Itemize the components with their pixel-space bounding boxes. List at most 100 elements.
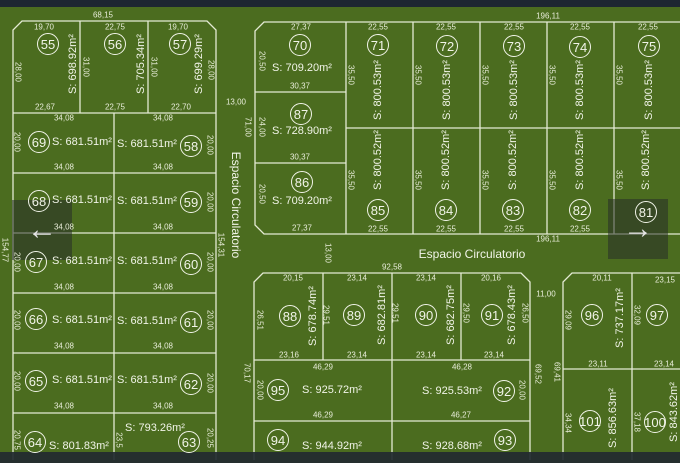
lot-number-badge[interactable]: 71	[367, 34, 389, 56]
dimension-label: 37,18	[632, 411, 642, 433]
dimension-label: 20,50	[257, 183, 267, 205]
lot-number-badge[interactable]: 90	[415, 304, 437, 326]
dimension-label: 20,00	[12, 131, 22, 153]
lot-number-badge[interactable]: 84	[435, 199, 457, 221]
dimension-label: 13,00	[323, 242, 333, 264]
lot-number-badge[interactable]: 67	[25, 251, 47, 273]
lot-number-badge[interactable]: 94	[267, 429, 289, 451]
lot-number-badge[interactable]: 87	[290, 103, 312, 125]
lot-number-badge[interactable]: 101	[579, 410, 601, 432]
lot-number-badge[interactable]: 63	[178, 431, 200, 453]
lot-number-badge[interactable]: 96	[581, 304, 603, 326]
dimension-label: 34,08	[152, 341, 174, 351]
lot-number-badge[interactable]: 82	[569, 199, 591, 221]
dimension-label: 71,00	[243, 116, 253, 138]
dimension-label: 20,00	[12, 370, 22, 392]
road-label: Espacio Circulatorio	[418, 247, 526, 261]
lot-area-label: S: 800.52m²	[574, 130, 586, 190]
dimension-label: 20,00	[205, 372, 215, 394]
lot-number-badge[interactable]: 65	[25, 370, 47, 392]
lot-area-label: S: 699.29m²	[193, 34, 205, 94]
lot-number-badge[interactable]: 86	[291, 171, 313, 193]
lot-area-label: S: 682.81m²	[376, 285, 388, 345]
lot-area-label: S: 856.63m²	[607, 388, 619, 448]
dimension-label: 20,25	[205, 427, 215, 449]
lot-area-label: S: 800.52m²	[440, 130, 452, 190]
lot-number-badge[interactable]: 60	[180, 253, 202, 275]
arrow-left-icon: ←	[27, 213, 57, 246]
lot-number-badge[interactable]: 100	[644, 411, 666, 433]
lot-area-label: S: 843.62m²	[668, 382, 680, 442]
dimension-label: 35,50	[547, 64, 557, 86]
dimension-label: 34,08	[152, 401, 174, 411]
dimension-label: 35,50	[614, 169, 624, 191]
lot-number-badge[interactable]: 56	[104, 33, 126, 55]
dimension-label: 92,58	[381, 262, 403, 272]
lot-number-badge[interactable]: 93	[494, 429, 516, 451]
lot-number-badge[interactable]: 55	[37, 33, 59, 55]
lot-number-badge[interactable]: 91	[481, 304, 503, 326]
lot-number-badge[interactable]: 81	[635, 201, 657, 223]
dimension-label: 35,50	[614, 64, 624, 86]
dimension-label: 196,11	[536, 11, 560, 21]
lot-number-badge[interactable]: 64	[24, 431, 46, 453]
lot-area-label: S: 678.43m²	[506, 285, 518, 345]
previous-image-button[interactable]: ←	[12, 200, 72, 260]
lot-number-badge[interactable]: 73	[503, 35, 525, 57]
lot-number-badge[interactable]: 59	[180, 191, 202, 213]
bottom-thumbnail-strip[interactable]	[0, 452, 680, 463]
lot-number-badge[interactable]: 83	[502, 199, 524, 221]
lot-number-badge[interactable]: 88	[279, 305, 301, 327]
dimension-label: 34,08	[53, 401, 75, 411]
dimension-label: 22,70	[170, 102, 192, 112]
lot-area-label: S: 709.20m²	[272, 195, 332, 207]
lot-number-badge[interactable]: 68	[28, 190, 50, 212]
dimension-label: 24,00	[257, 116, 267, 138]
dimension-label: 22,55	[367, 22, 389, 32]
lot-number-badge[interactable]: 62	[180, 373, 202, 395]
lot-area-label: S: 681.51m²	[117, 255, 177, 267]
lot-number-badge[interactable]: 66	[25, 308, 47, 330]
dimension-label: 22,55	[503, 224, 525, 234]
top-overlay-bar	[0, 0, 680, 7]
dimension-label: 22,75	[104, 102, 126, 112]
lot-number-badge[interactable]: 92	[493, 380, 515, 402]
dimension-label: 34,08	[152, 222, 174, 232]
lot-number-badge[interactable]: 72	[436, 35, 458, 57]
dimension-label: 31,00	[81, 56, 91, 78]
lot-number-badge[interactable]: 61	[180, 311, 202, 333]
dimension-label: 19,70	[33, 22, 55, 32]
lot-number-badge[interactable]: 70	[289, 34, 311, 56]
dimension-label: 13,00	[225, 97, 247, 107]
dimension-label: 35,50	[480, 64, 490, 86]
dimension-label: 34,08	[152, 282, 174, 292]
dimension-label: 20,50	[257, 50, 267, 72]
dimension-label: 23,5	[114, 432, 124, 448]
dimension-label: 34,08	[53, 222, 75, 232]
dimension-label: 68,15	[92, 10, 114, 20]
dimension-label: 154,77	[0, 237, 10, 263]
dimension-label: 32,09	[632, 304, 642, 326]
lot-area-label: S: 681.51m²	[117, 315, 177, 327]
lot-number-badge[interactable]: 75	[638, 35, 660, 57]
dimension-label: 34,08	[152, 162, 174, 172]
dimension-label: 35,50	[413, 64, 423, 86]
lot-number-badge[interactable]: 57	[169, 33, 191, 55]
lot-number-badge[interactable]: 58	[180, 135, 202, 157]
lot-number-badge[interactable]: 95	[267, 379, 289, 401]
lot-area-label: S: 678.74m²	[307, 286, 319, 346]
dimension-label: 22,55	[637, 22, 659, 32]
lot-number-badge[interactable]: 69	[28, 131, 50, 153]
dimension-label: 22,55	[435, 224, 457, 234]
dimension-label: 31,00	[149, 56, 159, 78]
dimension-label: 28,00	[13, 61, 23, 83]
lot-number-badge[interactable]: 89	[343, 304, 365, 326]
dimension-label: 46,29	[312, 362, 334, 372]
lot-area-label: S: 681.51m²	[52, 255, 112, 267]
lot-number-badge[interactable]: 97	[646, 304, 668, 326]
dimension-label: 20,00	[205, 309, 215, 331]
lot-area-label: S: 681.51m²	[117, 138, 177, 150]
lot-number-badge[interactable]: 74	[569, 36, 591, 58]
lot-number-badge[interactable]: 85	[367, 199, 389, 221]
lot-area-label: S: 793.26m²	[125, 422, 185, 434]
